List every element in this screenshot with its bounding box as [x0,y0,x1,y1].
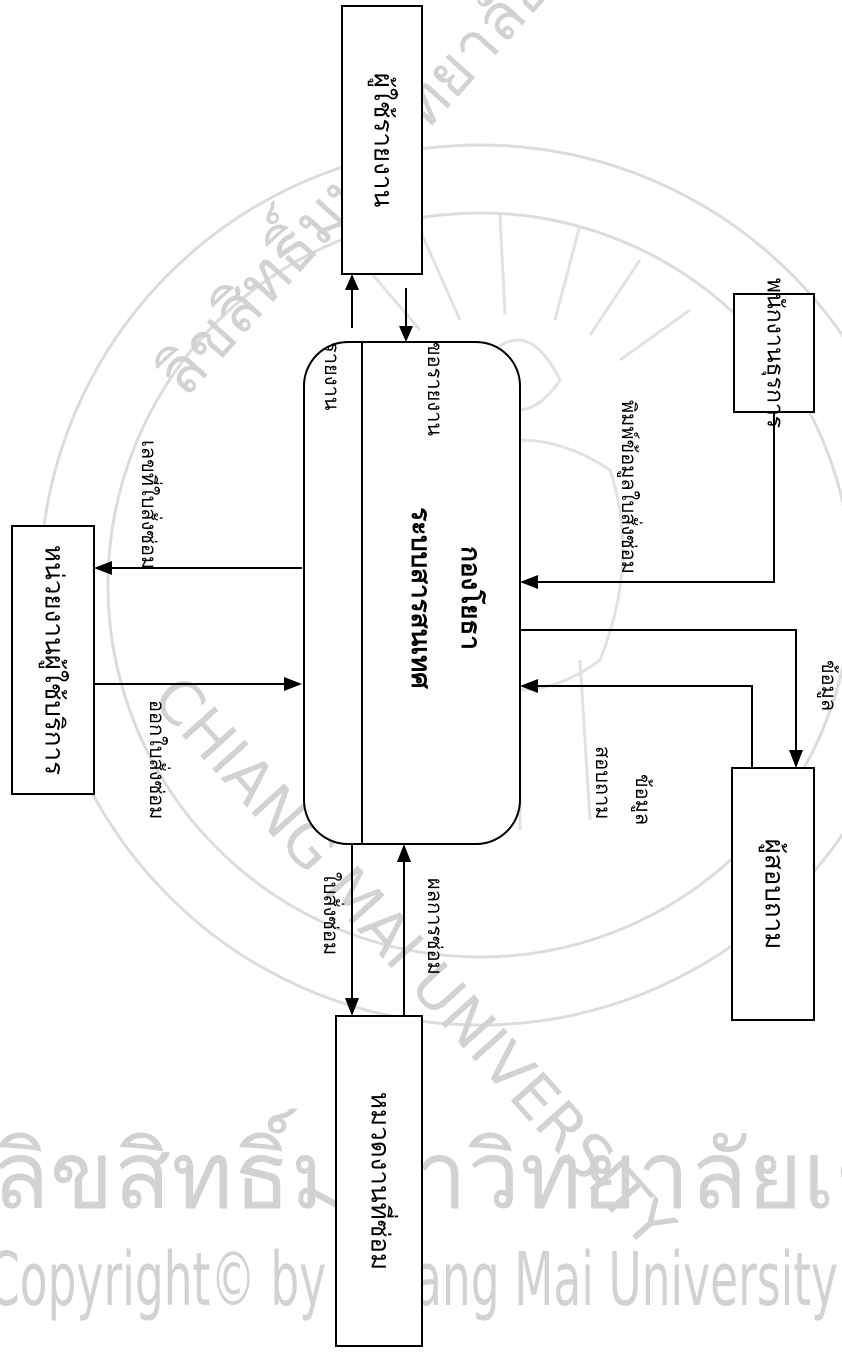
arrow-head-report [345,274,359,290]
label-inquire-line2: ข้อมูล [630,774,655,825]
flow-labels: รายงาน ขอรายงาน เลขที่ใบสั่งซ่อม ออกใบสั… [137,342,841,975]
entity-label: พนักงานธุรการ [762,278,788,428]
label-repair-order: ใบสั่งซ่อม [319,872,345,955]
flow-inquire-data-line [536,685,753,768]
label-repair-order-no: เลขที่ใบสั่งซ่อม [137,440,163,569]
entity-report-user: ผู้ใช้รายงาน [341,5,423,275]
entity-box [733,293,815,413]
entity-box [341,5,423,275]
entity-box [335,1015,423,1347]
arrow-head-inquire-data [520,679,538,693]
seal-inner-ring [106,211,842,959]
arrow-head-request-report [399,326,413,342]
arrow-head-repair-order [345,998,359,1016]
entity-repair-unit: หมวดงานที่ซ่อม [335,1015,423,1347]
label-print-repair-order: พิมพ์ข้อมูลใบสั่งซ่อม [616,400,643,574]
entity-admin-staff: พนักงานธุรการ [733,278,815,428]
label-report: รายงาน [320,342,344,411]
process-node: ระบบสารสนเทศ กองโยธา [303,341,521,845]
entity-inquirer: ผู้สอบถาม [731,767,815,1021]
arrow-head-data-out [789,750,803,768]
process-label-line2: กองโยธา [455,546,487,650]
label-issue-repair-order: ออกใบสั่งซ่อม [145,700,171,819]
flow-data-out-line [520,629,797,752]
arrow-head-print-repair-order [520,575,538,589]
process-box [303,341,521,845]
flow-print-repair-order-line [536,412,775,583]
entity-label: ผู้ใช้รายงาน [368,73,398,208]
label-data-out: ข้อมูล [816,660,841,711]
entity-label: หน่วยงานผู้ใช้บริการ [39,545,69,775]
entity-service-unit: หน่วยงานผู้ใช้บริการ [11,525,95,795]
process-label-line1: ระบบสารสนเทศ [405,507,435,689]
label-request-report: ขอรายงาน [423,342,447,436]
entity-label: หมวดงานที่ซ่อม [365,1092,399,1270]
entity-box [11,525,95,795]
entity-box [731,767,815,1021]
label-inquire-line1: สอบถาม [591,746,615,819]
label-repair-result: ผลการซ่อม [423,878,447,975]
flow-lines [94,274,803,1016]
entity-label: ผู้สอบถาม [759,839,789,950]
arrow-head-issue-repair-order [284,677,302,691]
arrow-head-repair-result [397,844,411,862]
arrow-head-repair-order-no [94,561,112,575]
